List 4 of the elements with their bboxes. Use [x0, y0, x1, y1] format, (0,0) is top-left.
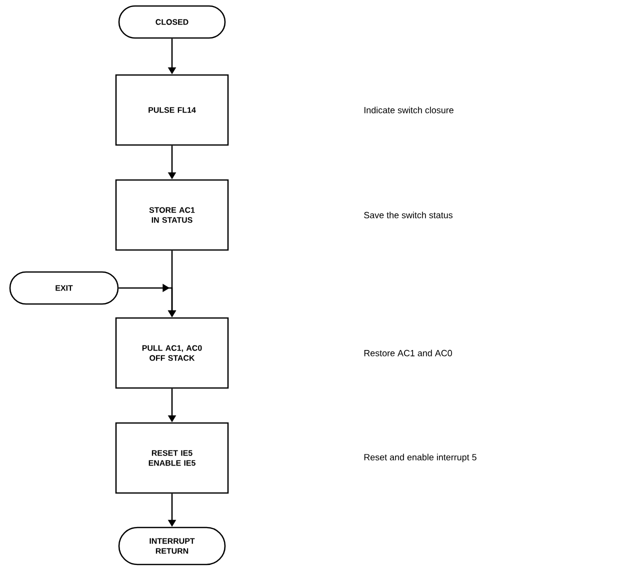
note-text: Save the switch status	[364, 212, 453, 218]
note-text: Indicate switch closure	[364, 106, 454, 114]
note-text: Restore AC1 and AC0	[364, 350, 452, 356]
note-text: Reset and enable interrupt 5	[364, 454, 476, 462]
